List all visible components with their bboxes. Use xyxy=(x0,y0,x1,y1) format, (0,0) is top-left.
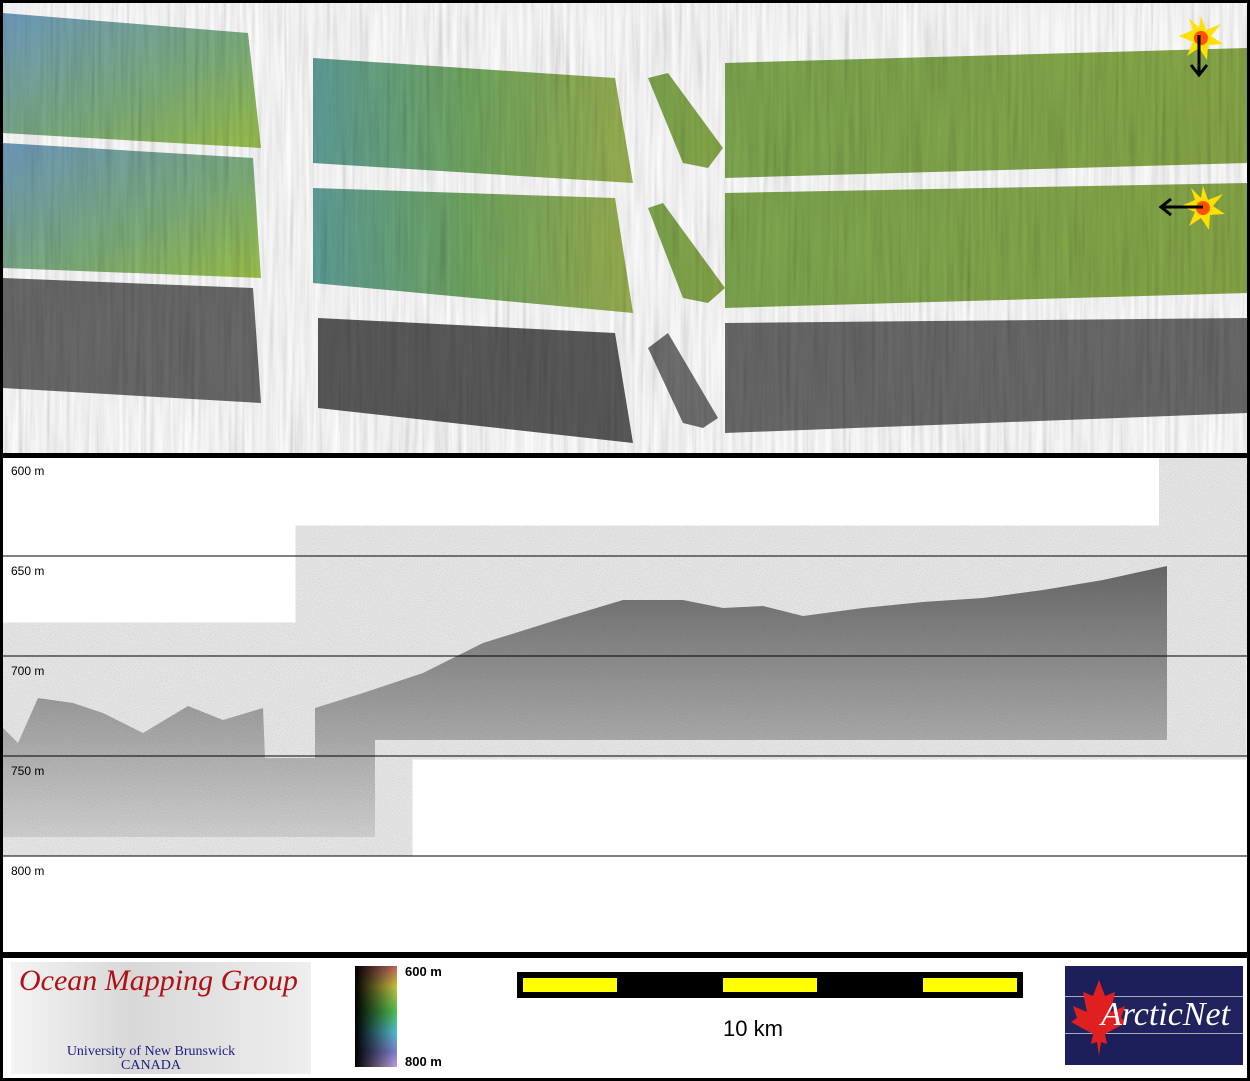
depth-label: 600 m xyxy=(11,464,45,478)
depth-colorbar xyxy=(355,966,397,1067)
arrow-left-icon xyxy=(1158,197,1203,217)
arcticnet-logo: ArcticNet xyxy=(1065,966,1243,1065)
depth-label: 750 m xyxy=(11,764,45,778)
colorbar-bottom-label: 800 m xyxy=(405,1054,442,1069)
depth-label: 800 m xyxy=(11,864,45,878)
arrow-down-icon xyxy=(1189,35,1209,78)
logo-country: CANADA xyxy=(121,1058,181,1073)
depth-label: 650 m xyxy=(11,564,45,578)
swath-map xyxy=(3,3,1247,453)
depth-gridlines xyxy=(3,555,1247,857)
subbottom-profile xyxy=(3,460,1247,857)
subbottom-profile-panel: 600 m 650 m 700 m 750 m 800 m xyxy=(3,458,1247,952)
maple-leaf-icon xyxy=(1071,980,1127,1056)
depth-label: 700 m xyxy=(11,664,45,678)
logo-title: Ocean Mapping Group xyxy=(19,964,298,997)
swath-map-panel xyxy=(3,3,1247,453)
logo-text: ArcticNet xyxy=(1101,996,1231,1033)
scale-bar xyxy=(517,972,1023,998)
profile-data xyxy=(3,460,1247,837)
colorbar-top-label: 600 m xyxy=(405,964,442,979)
ocean-mapping-group-logo: Ocean Mapping Group University of New Br… xyxy=(11,962,311,1074)
logo-subtitle: University of New Brunswick xyxy=(66,1044,236,1059)
seabed-reflector xyxy=(3,566,1167,837)
scale-label: 10 km xyxy=(723,1016,783,1041)
legend-panel: Ocean Mapping Group University of New Br… xyxy=(3,958,1247,1078)
